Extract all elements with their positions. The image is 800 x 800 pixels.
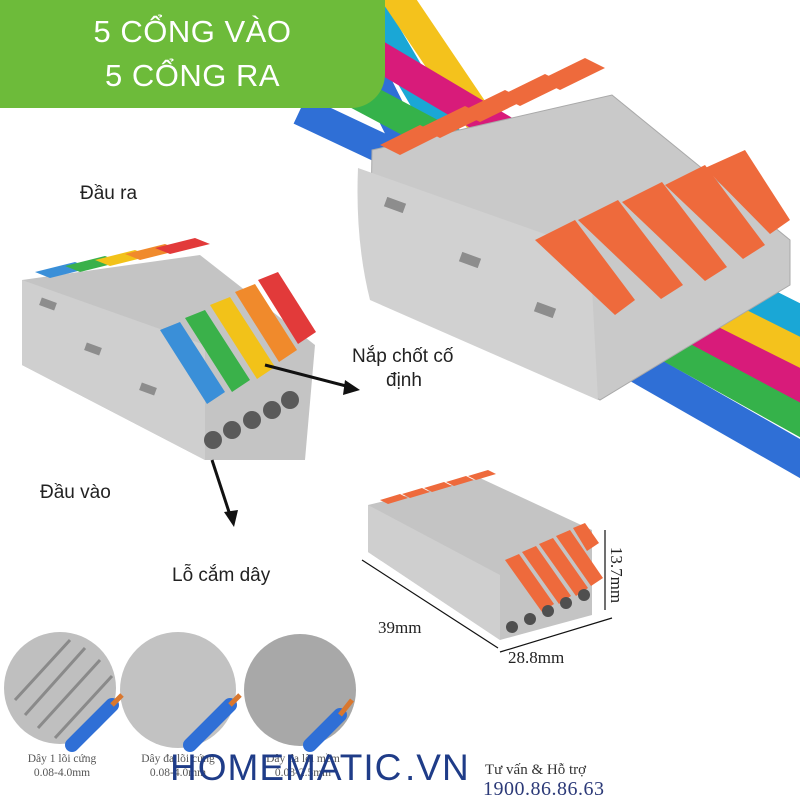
wire-type-range: 0.08-2.5mm <box>274 767 332 779</box>
length-dimension: 39mm <box>378 618 422 637</box>
hotline-number[interactable]: 1900.86.86.63 <box>483 778 605 800</box>
lock-lever-label: Nắp chốt cố định <box>352 345 453 393</box>
input-end-label: Đầu vào <box>40 482 111 503</box>
brand-logo: HOMEMATIC <box>170 747 403 788</box>
banner-title: 5 CỔNG VÀO 5 CỔNG RA <box>0 10 385 98</box>
height-dimension: 13.7mm <box>607 546 627 604</box>
lock-lever-line-2: định <box>386 370 422 391</box>
dimension-connector <box>361 470 613 653</box>
title-banner <box>0 0 385 108</box>
banner-line-2: 5 CỔNG RA <box>104 58 281 93</box>
lock-lever-line-1: Nắp chốt cố <box>352 346 454 367</box>
wire-type-1: Dây 1 lõi cứng 0.08-4.0mm <box>2 752 122 780</box>
banner-line-1: 5 CỔNG VÀO <box>93 14 292 49</box>
pointer-arrows <box>210 363 360 527</box>
support-label: Tư vấn & Hỗ trợ <box>485 762 587 778</box>
brand-domain: .VN <box>405 747 470 788</box>
large-connector <box>357 58 791 401</box>
wire-hole-label: Lỗ cắm dây <box>172 565 271 586</box>
wire-type-name: Dây đa lõi cứng <box>141 753 215 765</box>
width-dimension: 28.8mm <box>508 648 565 667</box>
color-connector <box>22 238 316 460</box>
wire-type-name: Dây đa lõi mềm <box>266 753 340 765</box>
output-end-label: Đầu ra <box>80 183 138 204</box>
wire-type-range: 0.08-4.0mm <box>33 767 91 779</box>
wire-type-2: Dây đa lõi cứng 0.08-4.0mm <box>118 752 238 780</box>
wire-type-name: Dây 1 lõi cứng <box>27 753 97 765</box>
wire-samples <box>4 632 356 752</box>
wire-type-3: Dây đa lõi mềm 0.08-2.5mm <box>243 752 363 780</box>
wire-type-range: 0.08-4.0mm <box>149 767 207 779</box>
